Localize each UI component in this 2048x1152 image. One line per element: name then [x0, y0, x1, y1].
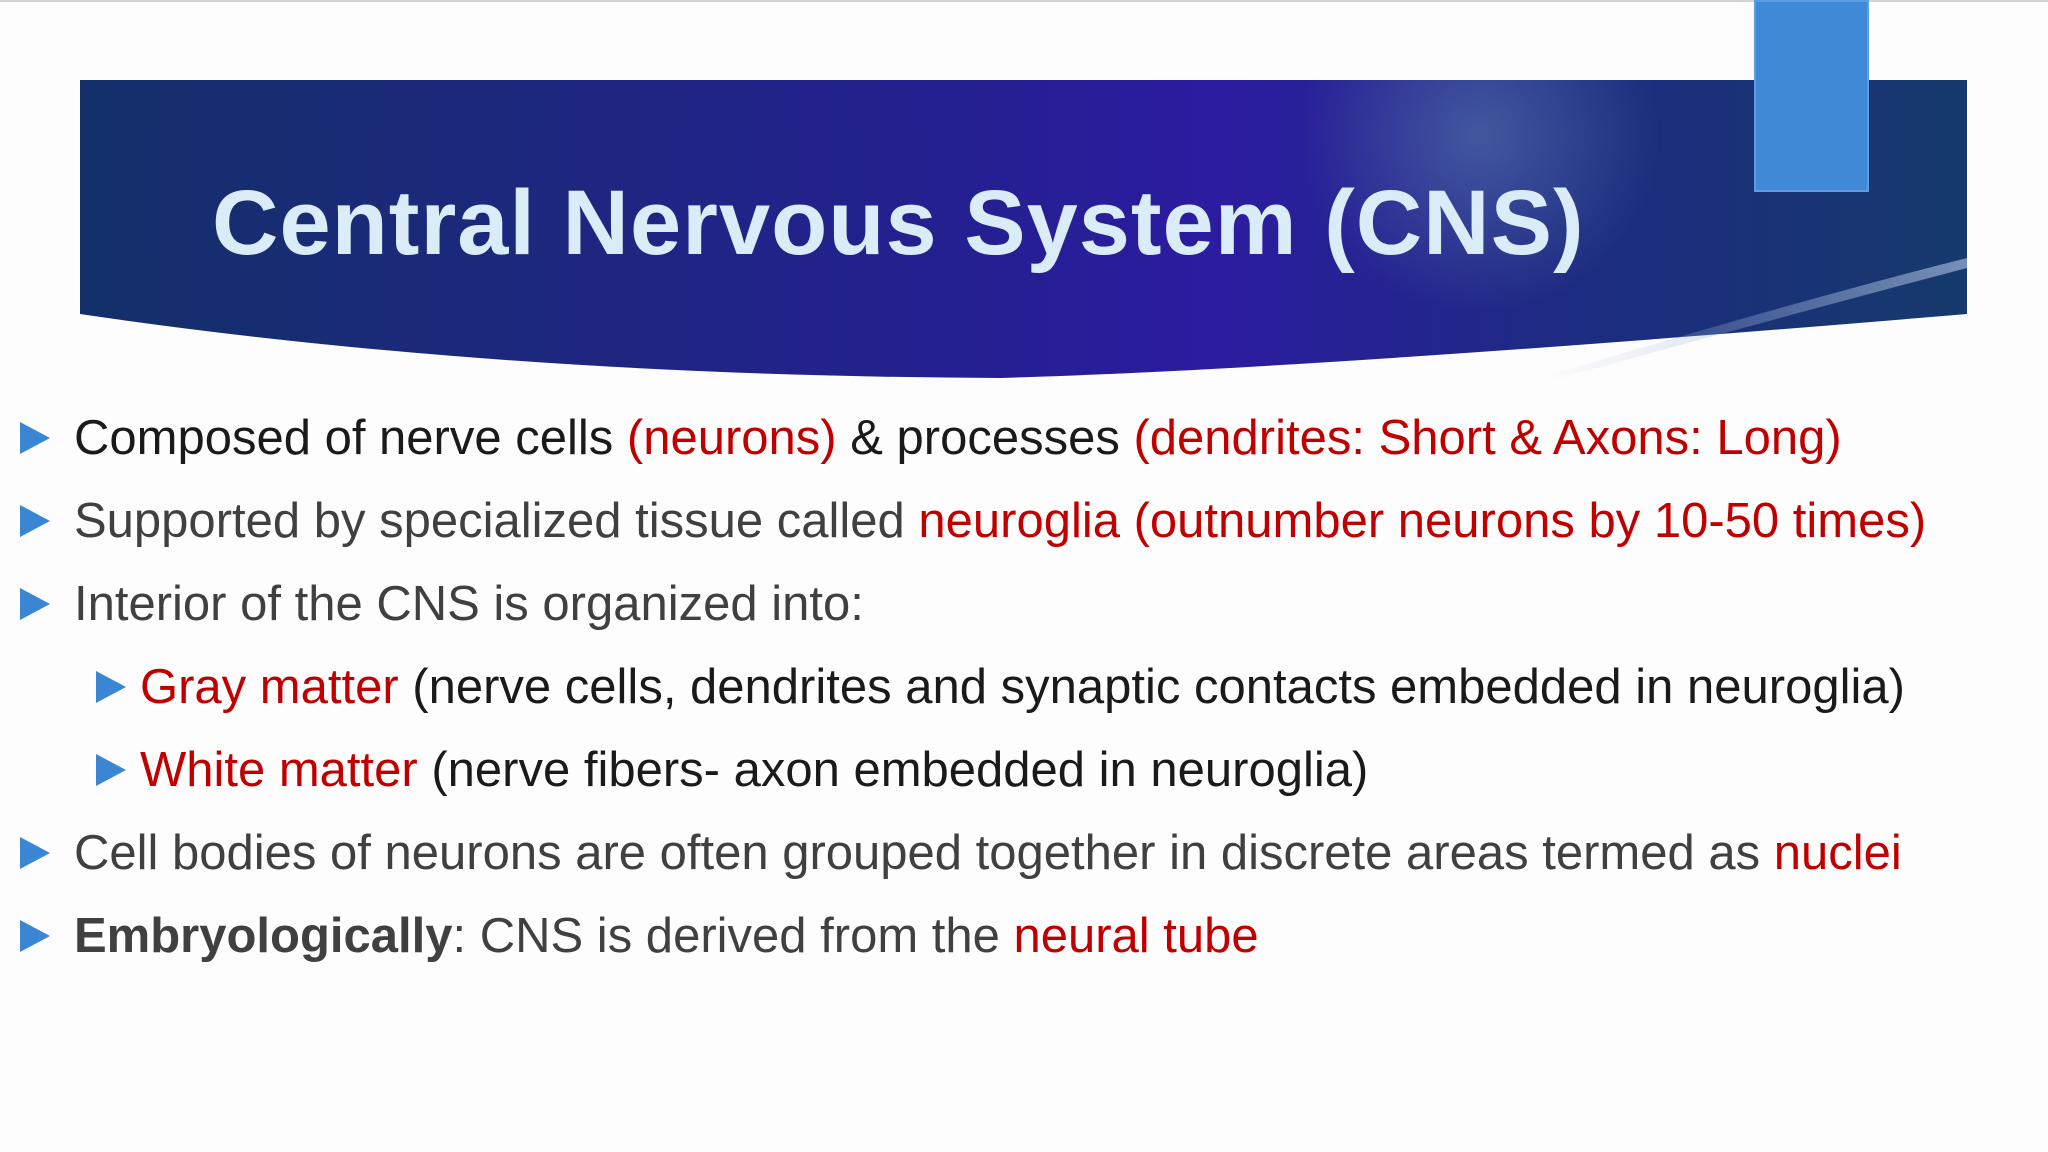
bullet-text-segment: Embryologically [74, 909, 453, 963]
sub-bullet-item: Gray matter (nerve cells, dendrites and … [140, 657, 1905, 717]
title-banner [80, 80, 1967, 378]
bullet-text-segment: Supported by specialized tissue called [74, 494, 919, 548]
bullet-text-segment: (dendrites: Short & Axons: Long) [1133, 411, 1842, 465]
triangle-right-icon [20, 588, 50, 620]
bullet-text-segment: Gray matter [140, 660, 399, 714]
bullet-text-segment: Interior of the CNS is organized into: [74, 577, 864, 631]
bullet-text-segment: (nerve cells, dendrites and synaptic con… [398, 660, 1905, 714]
bullet-text-segment: White matter [140, 743, 418, 797]
bullet-text-segment: neural tube [1013, 909, 1259, 963]
bullet-text-segment: (nerve fibers- axon embedded in neurogli… [417, 743, 1369, 797]
accent-rectangle [1754, 0, 1869, 192]
triangle-right-icon [96, 671, 126, 703]
bullet-item: Composed of nerve cells (neurons) & proc… [74, 408, 1842, 468]
bullet-item: Embryologically: CNS is derived from the… [74, 906, 1259, 966]
slide-title: Central Nervous System (CNS) [212, 172, 1585, 274]
banner-swoosh [1540, 258, 1967, 378]
bullet-text-segment: : CNS is derived from the [452, 909, 1014, 963]
bullet-text-segment: Cell bodies of neurons are often grouped… [74, 826, 1774, 880]
bullet-item: Interior of the CNS is organized into: [74, 574, 864, 634]
triangle-right-icon [20, 837, 50, 869]
bullet-item: Supported by specialized tissue called n… [74, 491, 1926, 551]
bullet-text-segment: nuclei [1773, 826, 1902, 880]
triangle-right-icon [20, 920, 50, 952]
bullet-text-segment: Composed of nerve cells [74, 411, 627, 465]
bullet-text-segment: & processes [836, 411, 1134, 465]
triangle-right-icon [20, 422, 50, 454]
sub-bullet-item: White matter (nerve fibers- axon embedde… [140, 740, 1368, 800]
triangle-right-icon [96, 754, 126, 786]
banner-glow [80, 80, 1967, 378]
triangle-right-icon [20, 505, 50, 537]
top-border-line [0, 0, 2048, 2]
bullet-text-segment: neuroglia (outnumber neurons by 10-50 ti… [918, 494, 1927, 548]
bullet-text-segment: (neurons) [626, 411, 837, 465]
bullet-item: Cell bodies of neurons are often grouped… [74, 823, 1902, 883]
